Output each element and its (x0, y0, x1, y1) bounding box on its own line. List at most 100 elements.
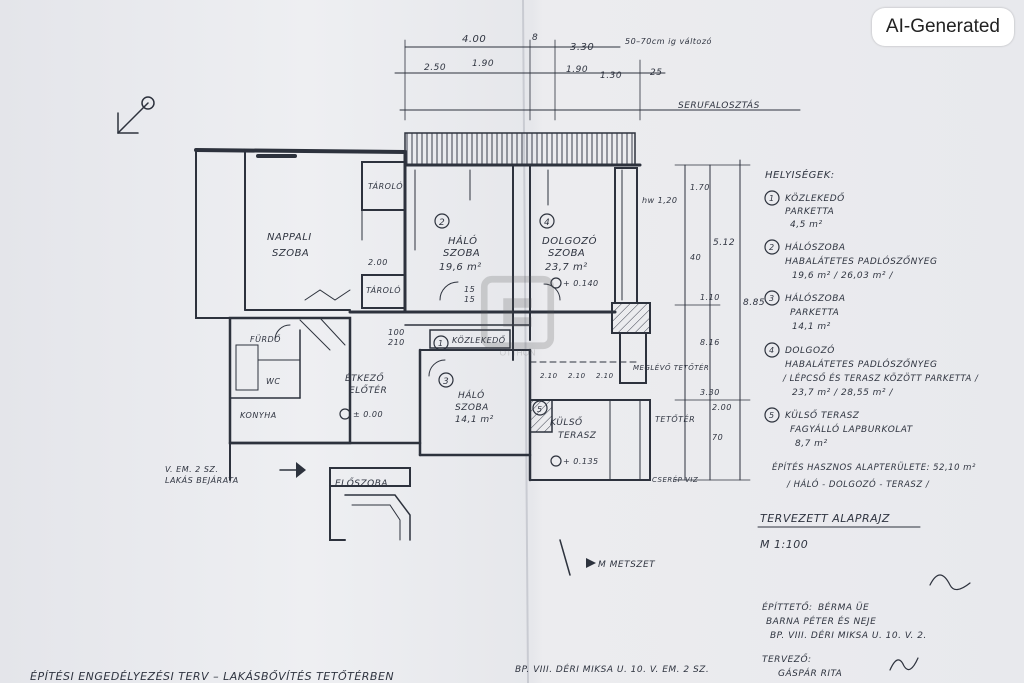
room-4-l1: DOLGOZÓ (542, 234, 597, 247)
legend-3-name: HÁLÓSZOBA (785, 292, 846, 304)
legend-1-floor: PARKETTA (785, 207, 834, 217)
room-nappali-l1: NAPPALI (267, 232, 312, 243)
legend-5-floor: FAGYÁLLÓ LAPBURKOLAT (790, 423, 914, 435)
footer-right: BP. VIII. DÉRI MIKSA U. 10. V. EM. 2 SZ. (515, 663, 709, 675)
room-1-number: 1 (438, 339, 444, 348)
dim-right-3: 5.12 (713, 238, 735, 248)
entrance-l1: V. EM. 2 SZ. (165, 465, 218, 474)
dim-top-6: 1.90 (472, 59, 494, 69)
dim-right-7: 3.30 (700, 388, 720, 397)
dim-right-4: 8.85 (743, 298, 765, 308)
legend-title: HELYISÉGEK: (765, 168, 835, 181)
room-5-number: 5 (537, 405, 543, 414)
label-tarolo-mid: TÁROLÓ (366, 284, 401, 295)
legend-4-floor2: / LÉPCSŐ ÉS TERASZ KÖZÖTT PARKETTA / (782, 372, 979, 384)
legend-4-num: 4 (769, 346, 775, 355)
room-2-l1: HÁLÓ (448, 234, 478, 247)
legend-5-area: 8,7 m² (795, 439, 828, 449)
dim-top-9: 1.30 (600, 71, 622, 81)
dim-right-6: 8.16 (700, 338, 720, 347)
legend-2-floor: HABALÁTETES PADLÓSZŐNYEG (785, 255, 937, 267)
dim-top-1: 4.00 (462, 34, 486, 45)
entrance-l2: LAKÁS BEJÁRATA (165, 474, 239, 485)
legend-2-num: 2 (769, 243, 775, 252)
plan-title: TERVEZETT ALAPRAJZ (760, 512, 890, 525)
dim-right-2: 40 (690, 253, 701, 262)
legend-4-area: 23,7 m² / 28,55 m² / (792, 388, 893, 398)
legend-2-area: 19,6 m² / 26,03 m² / (792, 271, 893, 281)
half-dim-3: 2.10 (596, 372, 614, 380)
room-eloszoba: ELŐSZOBA (335, 478, 388, 489)
room-3-l2: SZOBA (455, 403, 489, 413)
builder-line2: BARNA PÉTER ÉS NEJE (766, 615, 876, 627)
legend-5-name: KÜLSŐ TERASZ (785, 410, 860, 421)
room-5-l1: KÜLSŐ (550, 417, 583, 428)
legend-1-area: 4,5 m² (790, 220, 823, 230)
legend-5-num: 5 (769, 411, 775, 420)
room-3-l1: HÁLÓ (458, 389, 485, 401)
legend-1-num: 1 (769, 194, 775, 203)
door-dim-1: 100 (388, 328, 405, 337)
paper-fold (522, 0, 529, 683)
room-etkezo-level: ± 0.00 (353, 410, 383, 419)
builder-line3: BP. VIII. DÉRI MIKSA U. 10. V. 2. (770, 629, 927, 641)
annotation-hw: hw 1,20 (642, 196, 677, 205)
plan-scale: M 1:100 (760, 538, 808, 551)
legend-summary-1: ÉPÍTÉS HASZNOS ALAPTERÜLETE: 52,10 m² (772, 461, 976, 473)
legend-3-floor: PARKETTA (790, 308, 839, 318)
room-konyha: KONYHA (240, 411, 277, 420)
room-wc: WC (266, 377, 281, 386)
room-4-number: 4 (544, 218, 550, 228)
room-3-number: 3 (443, 377, 449, 387)
plan-walls (117, 39, 971, 671)
room-etkezo-l1: ÉTKEZŐ (345, 372, 384, 384)
watermark-line1: OTTHON (499, 347, 535, 357)
room-2-l2: SZOBA (443, 248, 480, 259)
builder-line1: BÉRMA ÜE (818, 601, 869, 613)
room-nappali-l2: SZOBA (272, 248, 309, 259)
room-2-number: 2 (439, 218, 445, 228)
half-dim-1: 2.10 (540, 372, 558, 380)
room-etkezo-l2: ELŐTÉR (349, 384, 387, 396)
dim-right-1: 1.70 (690, 183, 710, 192)
otthon-centrum-logo-icon: OTTHON (480, 275, 555, 357)
stair-frac-top: 15 (464, 285, 475, 294)
dim-right-5: 1.10 (700, 293, 720, 302)
room-3-area: 14,1 m² (455, 415, 494, 425)
dim-right-10: 70 (712, 433, 723, 442)
label-tarolo-dim: 2.00 (368, 258, 388, 267)
dim-top-3: 3.30 (570, 42, 594, 53)
dim-top-7: 1.90 (566, 65, 588, 75)
dim-top-10: 25 (650, 68, 662, 78)
footer-left: ÉPÍTÉSI ENGEDÉLYEZÉSI TERV – LAKÁSBŐVÍTÉ… (30, 669, 394, 683)
annotation-tetoter: TETŐTÉR (655, 413, 695, 424)
legend-3-num: 3 (769, 294, 775, 303)
room-2-area: 19,6 m² (439, 262, 482, 273)
legend-2-name: HÁLÓSZOBA (785, 241, 846, 253)
annotation-metszet: M METSZET (598, 560, 656, 570)
annotation-meglevo: MEGLÉVŐ TETŐTÉR (633, 363, 709, 372)
room-4-l2: SZOBA (548, 248, 585, 259)
annotation-serufal: SERUFALOSZTÁS (678, 99, 760, 111)
room-furdo: FÜRDŐ (250, 334, 281, 344)
ai-generated-badge: AI-Generated (871, 8, 1014, 46)
label-tarolo-top: TÁROLÓ (368, 180, 403, 191)
room-5-l2: TERASZ (558, 431, 597, 441)
room-5-level: + 0.135 (563, 457, 599, 466)
room-4-area: 23,7 m² (545, 262, 588, 273)
annotation-cserep: CSERÉP VIZ (652, 475, 698, 484)
dim-top-5: 2.50 (424, 63, 446, 73)
legend-4-floor: HABALÁTETES PADLÓSZŐNYEG (785, 358, 937, 370)
legend-4-name: DOLGOZÓ (785, 344, 835, 356)
room-1-name: KÖZLEKEDŐ (452, 335, 506, 345)
room-4-level: + 0.140 (563, 279, 599, 288)
stair-frac-bottom: 15 (464, 295, 475, 304)
designer-name: GÁSPÁR RITA (778, 667, 842, 679)
plan-labels: NAPPALI SZOBA TÁROLÓ TÁROLÓ 2.00 2 HÁLÓ … (30, 33, 979, 683)
dim-top-2: 8 (532, 33, 538, 43)
legend-summary-2: / HÁLÓ - DOLGOZÓ - TERASZ / (786, 478, 930, 490)
half-dim-2: 2.10 (568, 372, 586, 380)
legend-3-area: 14,1 m² (792, 322, 831, 332)
